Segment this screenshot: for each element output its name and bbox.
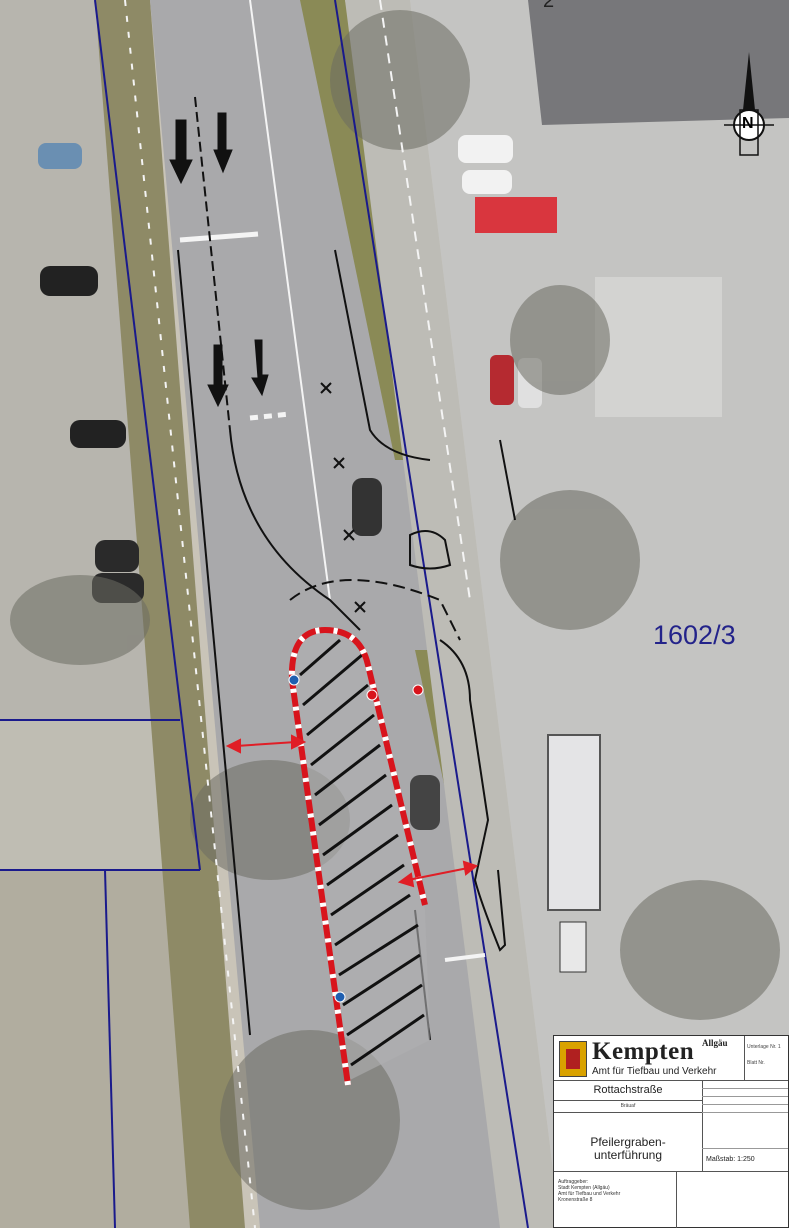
- car: [95, 540, 139, 572]
- parcel-number: 1602/3: [653, 620, 736, 650]
- north-label: N: [742, 115, 754, 132]
- arrow-right-turn-icon: [251, 339, 269, 397]
- lane-markings: [124, 0, 486, 1228]
- red-roof: [475, 197, 557, 233]
- small-trailer: [559, 921, 587, 973]
- no-entry-sign-icon: [412, 684, 424, 696]
- brand-name: Kempten: [592, 1038, 695, 1065]
- arrow-straight-icon: [207, 344, 229, 408]
- closure-area: [288, 626, 430, 1086]
- traffic-signs: [288, 674, 424, 1003]
- scale: Maßstab: 1:250: [706, 1156, 755, 1163]
- car: [490, 355, 514, 405]
- x-mark-icon: [343, 529, 355, 541]
- car: [410, 775, 440, 830]
- car: [70, 420, 126, 448]
- street-sub: Bräuaf: [620, 1103, 636, 1109]
- building-number: 2: [543, 0, 555, 12]
- x-mark-icon: [354, 601, 366, 613]
- car: [40, 266, 98, 296]
- building-roof-left: [0, 720, 200, 870]
- logo-area: Kempten Allgäu Amt für Tiefbau und Verke…: [554, 1036, 745, 1080]
- x-mark-icon: [320, 382, 332, 394]
- x-marks: [320, 382, 366, 613]
- no-entry-sign-icon: [366, 689, 378, 701]
- barrier-stripes: [288, 626, 428, 1086]
- corner-label-2: Blatt Nr.: [747, 1060, 765, 1066]
- car: [38, 143, 82, 169]
- street-name: Rottachstraße: [593, 1084, 663, 1096]
- brand-suffix: Allgäu: [702, 1038, 728, 1048]
- truck-trailer: [547, 734, 601, 911]
- structure-name: Pfeilergraben- unterführung: [590, 1135, 666, 1162]
- x-mark-icon: [333, 457, 345, 469]
- department: Amt für Tiefbau und Verkehr: [592, 1066, 717, 1077]
- keep-right-sign-icon: [288, 674, 300, 686]
- parcel-lines: [0, 0, 529, 1228]
- planning-lines: [177, 96, 516, 1041]
- paved-area: [595, 277, 722, 417]
- arrow-straight-icon: [169, 119, 193, 185]
- city-crest-icon: [559, 1041, 587, 1077]
- arrow-straight-right-icon: [213, 112, 233, 174]
- car: [462, 170, 512, 194]
- client-info: Auftraggeber: Stadt Kempten (Allgäu) Amt…: [558, 1179, 621, 1203]
- keep-right-sign-icon: [334, 991, 346, 1003]
- building-right: [528, 0, 789, 125]
- car: [458, 135, 513, 163]
- lane-arrows: [169, 112, 269, 408]
- sidewalk-right: [345, 0, 560, 1228]
- title-block: Kempten Allgäu Amt für Tiefbau und Verke…: [553, 1035, 789, 1228]
- dimension-arrows: [225, 734, 479, 888]
- car: [352, 478, 382, 536]
- north-arrow-icon: [724, 52, 774, 156]
- corner-label-1: Unterlage Nr. 1: [747, 1044, 781, 1050]
- tree-shadows: [10, 10, 780, 1210]
